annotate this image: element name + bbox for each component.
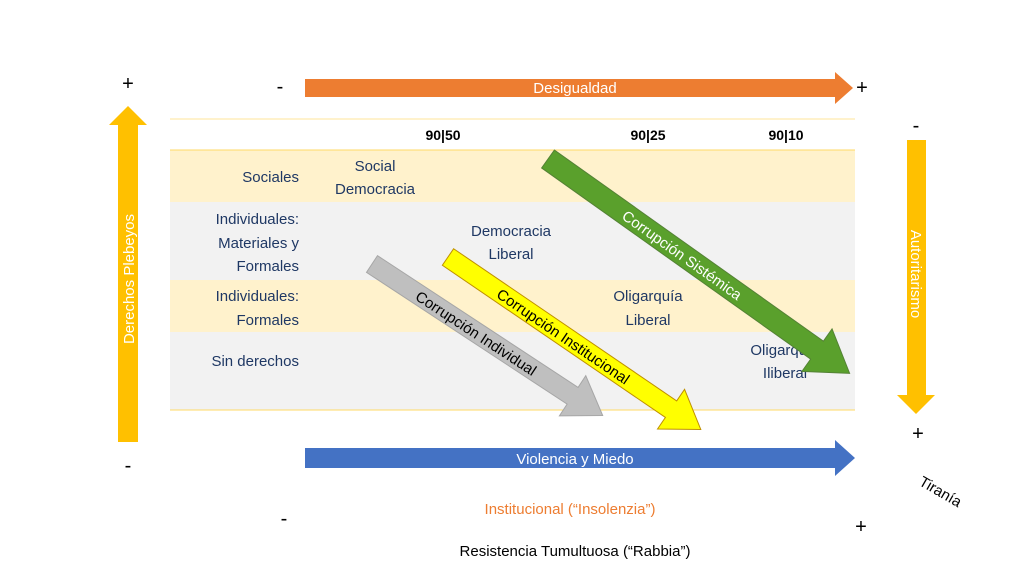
desigualdad-arrow xyxy=(305,72,853,104)
autoritarismo-arrow xyxy=(897,140,935,414)
institucional-insolenzia-label: Institucional (“Insolenzia”) xyxy=(485,501,656,518)
resistencia-rabbia-label: Resistencia Tumultuosa (“Rabbia”) xyxy=(460,543,691,560)
column-header-90-25: 90|25 xyxy=(630,127,665,143)
regime-democracia-liberal-2: Liberal xyxy=(488,246,533,263)
regime-oligarquia-iliberal-2: Iliberal xyxy=(763,365,807,382)
right-minus: - xyxy=(913,115,920,137)
violencia-miedo-label: Violencia y Miedo xyxy=(516,451,633,468)
top-plus: + xyxy=(856,77,868,99)
autoritarismo-label: Autoritarismo xyxy=(907,230,924,318)
desigualdad-label: Desigualdad xyxy=(533,80,616,97)
left-plus: + xyxy=(122,73,134,95)
tirania-label: Tiranía xyxy=(916,473,965,511)
bottom-plus: + xyxy=(855,516,867,538)
right-plus: + xyxy=(912,423,924,445)
column-header-90-10: 90|10 xyxy=(768,127,803,143)
regime-social-democracia-1: Social xyxy=(355,158,396,175)
regime-social-democracia-2: Democracia xyxy=(335,181,416,198)
row-label-individuales-3: Formales xyxy=(236,258,299,275)
bottom-minus: - xyxy=(281,508,288,530)
derechos-plebeyos-arrow xyxy=(109,106,147,442)
row-label-individuales-1: Individuales: xyxy=(216,211,299,228)
row-label-sin-derechos: Sin derechos xyxy=(211,353,299,370)
row-label-sociales: Sociales xyxy=(242,169,299,186)
derechos-plebeyos-label: Derechos Plebeyos xyxy=(121,214,138,344)
regime-democracia-liberal-1: Democracia xyxy=(471,223,552,240)
row-label-individuales-2: Materiales y xyxy=(218,235,299,252)
band-individuales-materiales xyxy=(170,202,855,280)
regime-oligarquia-liberal-2: Liberal xyxy=(625,312,670,329)
band-sociales xyxy=(170,150,855,202)
top-minus: - xyxy=(277,76,284,98)
violencia-miedo-arrow xyxy=(305,440,855,476)
left-minus: - xyxy=(125,455,132,477)
column-header-90-50: 90|50 xyxy=(425,127,460,143)
row-label-formales-2: Formales xyxy=(236,312,299,329)
regime-oligarquia-liberal-1: Oligarquía xyxy=(613,288,683,305)
row-label-formales-1: Individuales: xyxy=(216,288,299,305)
